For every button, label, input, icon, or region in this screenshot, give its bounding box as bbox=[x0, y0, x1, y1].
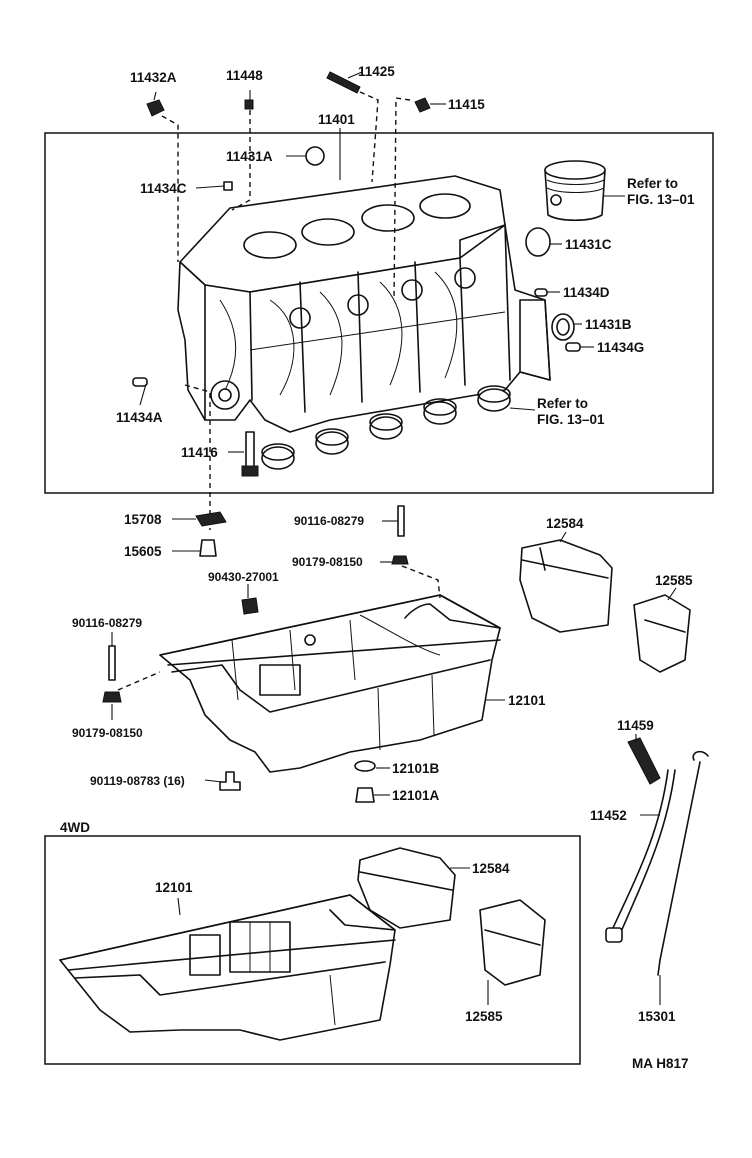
label-refer-2a: Refer to bbox=[537, 396, 588, 411]
dipstick-guide-11452[interactable] bbox=[611, 769, 669, 931]
label-11452: 11452 bbox=[590, 808, 627, 823]
sensor-15708[interactable] bbox=[195, 511, 227, 527]
label-15301: 15301 bbox=[638, 1009, 676, 1024]
cylinder-block[interactable] bbox=[177, 175, 551, 433]
label-diagram-code: MA H817 bbox=[632, 1056, 689, 1071]
switch-15605[interactable] bbox=[199, 539, 217, 557]
label-11415: 11415 bbox=[448, 97, 485, 112]
plug-11448[interactable] bbox=[244, 99, 254, 110]
oil-pan-4wd[interactable] bbox=[59, 894, 396, 1041]
label-11434D: 11434D bbox=[563, 285, 610, 300]
plug-11432A[interactable] bbox=[146, 99, 165, 117]
gasket-12101B[interactable] bbox=[354, 760, 376, 772]
label-11459: 11459 bbox=[617, 718, 654, 733]
label-11401: 11401 bbox=[318, 112, 355, 127]
label-15605: 15605 bbox=[124, 544, 162, 559]
label-11431B: 11431B bbox=[585, 317, 632, 332]
label-refer-2b: FIG. 13–01 bbox=[537, 412, 605, 427]
label-11431A: 11431A bbox=[226, 149, 273, 164]
plug-11431A[interactable] bbox=[305, 146, 325, 166]
label-90179-b: 90179-08150 bbox=[72, 726, 143, 740]
drain-plug-12101A[interactable] bbox=[355, 787, 375, 803]
label-15708: 15708 bbox=[124, 512, 162, 527]
label-90116-b: 90116-08279 bbox=[72, 616, 142, 630]
nut-90179-a[interactable] bbox=[391, 555, 409, 565]
plug-11415[interactable] bbox=[414, 97, 431, 113]
label-4wd: 4WD bbox=[60, 820, 90, 835]
label-12585-lower: 12585 bbox=[465, 1009, 503, 1024]
baffle-12584-upper[interactable] bbox=[519, 539, 613, 633]
label-11434C: 11434C bbox=[140, 181, 187, 196]
label-90430: 90430-27001 bbox=[208, 570, 279, 584]
label-11434G: 11434G bbox=[597, 340, 644, 355]
label-12585-upper: 12585 bbox=[655, 573, 693, 588]
label-90119: 90119-08783 (16) bbox=[90, 774, 185, 788]
plug-11431C[interactable] bbox=[525, 227, 551, 257]
nut-90179-b[interactable] bbox=[102, 691, 122, 703]
label-12101B: 12101B bbox=[392, 761, 440, 776]
label-11431C: 11431C bbox=[565, 237, 612, 252]
label-11448: 11448 bbox=[226, 68, 263, 83]
upper-frame bbox=[44, 132, 714, 494]
label-12101: 12101 bbox=[508, 693, 546, 708]
plug-90430[interactable] bbox=[241, 597, 259, 615]
stud-11425[interactable] bbox=[326, 71, 361, 94]
label-11432A: 11432A bbox=[130, 70, 177, 85]
label-refer-1a: Refer to bbox=[627, 176, 678, 191]
bolt-11416[interactable] bbox=[245, 431, 255, 469]
bolt-11459[interactable] bbox=[627, 737, 661, 785]
stud-90116-b[interactable] bbox=[108, 645, 116, 681]
baffle-12584-lower[interactable] bbox=[357, 847, 456, 929]
label-11434A: 11434A bbox=[116, 410, 163, 425]
bolt-90119[interactable] bbox=[219, 771, 241, 791]
label-90179-a: 90179-08150 bbox=[292, 555, 363, 569]
pin-11434G[interactable] bbox=[565, 342, 581, 352]
seal-11431B[interactable] bbox=[551, 313, 575, 341]
label-12101-lower: 12101 bbox=[155, 880, 193, 895]
label-12101A: 12101A bbox=[392, 788, 440, 803]
pin-11434C[interactable] bbox=[223, 181, 233, 191]
baffle-12585-upper[interactable] bbox=[633, 594, 691, 673]
baffle-12585-lower[interactable] bbox=[479, 899, 546, 986]
label-90116-a: 90116-08279 bbox=[294, 514, 364, 528]
oil-pan-12101[interactable] bbox=[159, 594, 501, 773]
dipstick-15301[interactable] bbox=[659, 761, 701, 961]
label-12584-upper: 12584 bbox=[546, 516, 584, 531]
pin-11434D[interactable] bbox=[534, 288, 548, 297]
lower-frame-4wd bbox=[44, 835, 581, 1065]
label-11425: 11425 bbox=[358, 64, 395, 79]
pin-11434A[interactable] bbox=[132, 377, 148, 387]
stud-90116-a[interactable] bbox=[397, 505, 405, 537]
piston[interactable] bbox=[544, 160, 606, 222]
label-refer-1b: FIG. 13–01 bbox=[627, 192, 695, 207]
label-11416: 11416 bbox=[181, 445, 218, 460]
label-12584-lower: 12584 bbox=[472, 861, 510, 876]
bearing-shells-main[interactable] bbox=[261, 385, 511, 470]
